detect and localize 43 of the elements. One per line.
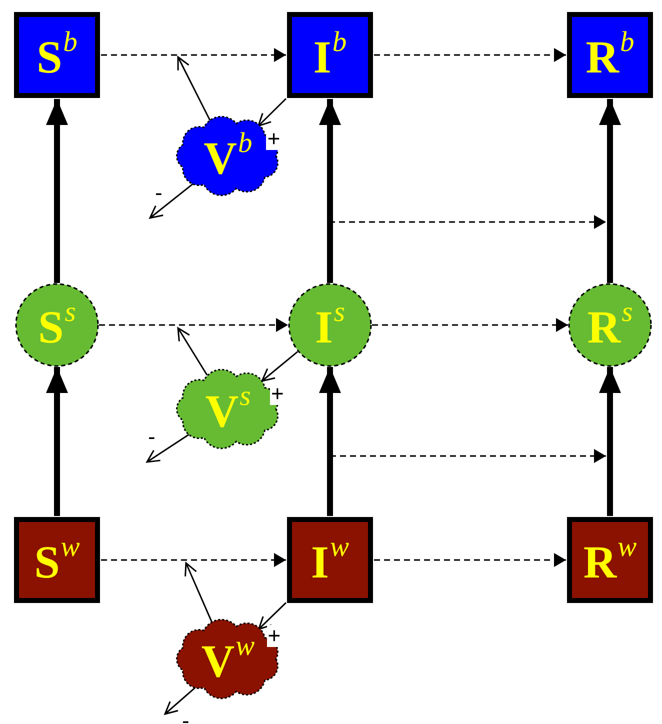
arrow bbox=[101, 553, 286, 567]
compartment-box bbox=[567, 517, 653, 603]
arrow bbox=[99, 318, 288, 332]
node-label: S$^{b}$ bbox=[36, 29, 78, 81]
arrow bbox=[599, 99, 621, 283]
arrow bbox=[46, 99, 68, 283]
arrow bbox=[261, 351, 298, 382]
node-label: V$^{w}$ bbox=[201, 633, 255, 685]
node-label: I$^{s}$ bbox=[314, 299, 345, 351]
node-label: S$^{s}$ bbox=[38, 299, 76, 351]
arrow bbox=[374, 553, 566, 567]
compartment-box bbox=[287, 12, 373, 98]
compartment-circle bbox=[15, 283, 99, 367]
arrow bbox=[101, 48, 286, 62]
arrow bbox=[372, 318, 568, 332]
node-label: R$^{w}$ bbox=[583, 534, 637, 586]
node-label: S$^{w}$ bbox=[34, 534, 80, 586]
arrow bbox=[177, 56, 212, 122]
arrow bbox=[319, 367, 341, 516]
arrow bbox=[319, 99, 341, 283]
node-label: I$^{w}$ bbox=[311, 534, 349, 586]
node-label: V$^{s}$ bbox=[205, 383, 251, 435]
arrow bbox=[149, 183, 194, 219]
arrow bbox=[599, 367, 621, 516]
compartment-box bbox=[14, 12, 100, 98]
node-label: R$^{s}$ bbox=[587, 299, 633, 351]
compartment-box bbox=[287, 517, 373, 603]
compartment-circle bbox=[568, 283, 652, 367]
arrow bbox=[164, 687, 196, 715]
edge-label: + bbox=[266, 625, 282, 648]
compartment-box bbox=[14, 517, 100, 603]
arrow bbox=[46, 367, 68, 516]
compartment-circle bbox=[288, 283, 372, 367]
arrow bbox=[258, 98, 287, 127]
arrow bbox=[146, 433, 190, 463]
node-label: V$^{b}$ bbox=[204, 130, 252, 182]
compartment-box bbox=[567, 12, 653, 98]
arrow bbox=[177, 327, 208, 376]
arrow bbox=[184, 562, 214, 624]
arrow bbox=[374, 48, 566, 62]
node-label: I$^{b}$ bbox=[313, 29, 347, 81]
node-label: R$^{b}$ bbox=[586, 29, 634, 81]
arrow bbox=[258, 602, 287, 630]
